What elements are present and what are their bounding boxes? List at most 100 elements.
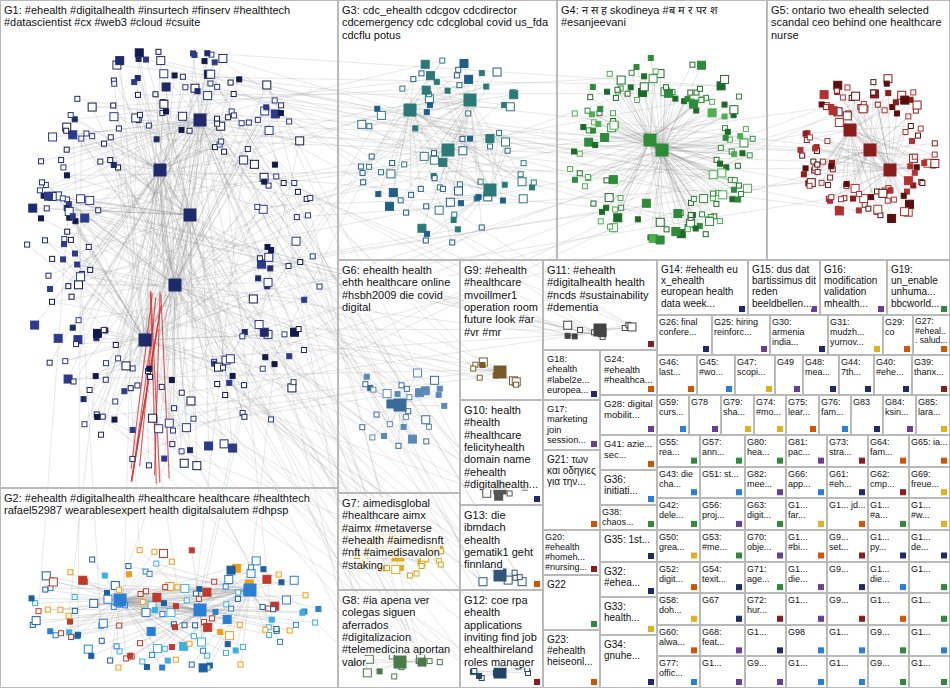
network-line	[410, 110, 479, 197]
vertex-icon	[840, 95, 845, 100]
vertex-icon	[803, 166, 808, 171]
vertex-icon	[664, 89, 672, 97]
vertex-icon	[88, 267, 93, 272]
vertex-icon	[488, 144, 493, 149]
vertex-icon	[224, 602, 229, 607]
network-line	[230, 590, 250, 636]
vertex-icon	[605, 194, 613, 202]
vertex-icon	[226, 355, 234, 363]
network-line	[120, 600, 269, 635]
vertex-icon	[162, 456, 167, 461]
network-line	[850, 130, 935, 155]
vertex-icon	[871, 90, 879, 98]
vertex-icon	[87, 388, 92, 393]
vertex-icon	[839, 197, 844, 202]
vertex-icon	[64, 173, 69, 178]
vertex-icon	[423, 238, 428, 243]
network-line	[250, 590, 318, 609]
vertex-icon	[266, 606, 271, 611]
network-line	[140, 590, 250, 643]
vertex-icon	[497, 130, 502, 135]
network-line	[40, 109, 377, 191]
network-line	[27, 245, 145, 340]
vertex-icon	[268, 266, 273, 271]
vertex-icon	[139, 334, 151, 346]
vertex-icon	[165, 658, 170, 663]
network-line	[806, 134, 890, 170]
vertex-icon	[122, 389, 127, 394]
vertex-icon	[247, 569, 255, 577]
vertex-icon	[688, 90, 693, 95]
network-line	[86, 133, 498, 496]
vertex-icon	[59, 158, 64, 163]
vertex-icon	[735, 163, 740, 168]
vertex-icon	[117, 623, 122, 628]
vertex-icon	[59, 631, 64, 636]
vertex-icon	[629, 70, 634, 75]
vertex-icon	[62, 237, 67, 242]
vertex-icon	[903, 130, 908, 135]
vertex-icon	[685, 96, 690, 101]
vertex-icon	[688, 213, 693, 218]
vertex-icon	[169, 378, 174, 383]
network-line	[145, 247, 267, 340]
vertex-icon	[699, 97, 704, 102]
network-line	[68, 170, 160, 286]
network-line	[153, 120, 200, 418]
network-line	[120, 600, 168, 661]
vertex-icon	[364, 374, 369, 379]
network-line	[134, 82, 190, 215]
vertex-icon	[531, 180, 536, 185]
vertex-icon	[39, 216, 44, 221]
vertex-icon	[403, 415, 408, 420]
vertex-icon	[852, 92, 860, 100]
vertex-icon	[427, 103, 432, 108]
network-line	[118, 610, 200, 668]
vertex-icon	[438, 562, 443, 567]
vertex-icon	[255, 321, 263, 329]
vertex-icon	[262, 179, 267, 184]
vertex-icon	[160, 100, 168, 108]
vertex-icon	[43, 587, 48, 592]
vertex-icon	[98, 159, 103, 164]
vertex-icon	[116, 126, 121, 131]
vertex-icon	[408, 435, 416, 443]
network-line	[389, 110, 410, 206]
vertex-icon	[608, 224, 613, 229]
network-line	[120, 600, 162, 668]
vertex-icon	[150, 652, 155, 657]
vertex-icon	[385, 202, 393, 210]
vertex-icon	[235, 596, 240, 601]
network-line	[580, 150, 662, 173]
vertex-icon	[260, 604, 265, 609]
vertex-icon	[108, 158, 113, 163]
network-line	[86, 133, 190, 215]
vertex-icon	[825, 139, 830, 144]
network-line	[817, 150, 870, 165]
vertex-icon	[610, 121, 618, 129]
network-line	[89, 170, 160, 247]
vertex-icon	[153, 593, 161, 601]
vertex-icon	[62, 242, 67, 247]
vertex-icon	[230, 373, 235, 378]
network-line	[119, 207, 257, 590]
network-line	[175, 85, 267, 285]
vertex-icon	[730, 197, 735, 202]
network-line	[200, 120, 209, 446]
vertex-icon	[272, 98, 277, 103]
network-line	[381, 172, 490, 190]
vertex-icon	[718, 219, 723, 224]
vertex-icon	[179, 449, 184, 454]
network-line	[401, 100, 470, 200]
vertex-icon	[213, 609, 218, 614]
network-line	[843, 97, 890, 170]
vertex-icon	[419, 563, 424, 568]
vertex-icon	[634, 65, 639, 70]
vertex-icon	[910, 154, 918, 162]
vertex-icon	[358, 164, 363, 169]
vertex-icon	[169, 279, 181, 291]
network-line	[140, 115, 380, 672]
vertex-icon	[191, 634, 196, 639]
network-line	[73, 216, 175, 285]
vertex-icon	[718, 145, 723, 150]
